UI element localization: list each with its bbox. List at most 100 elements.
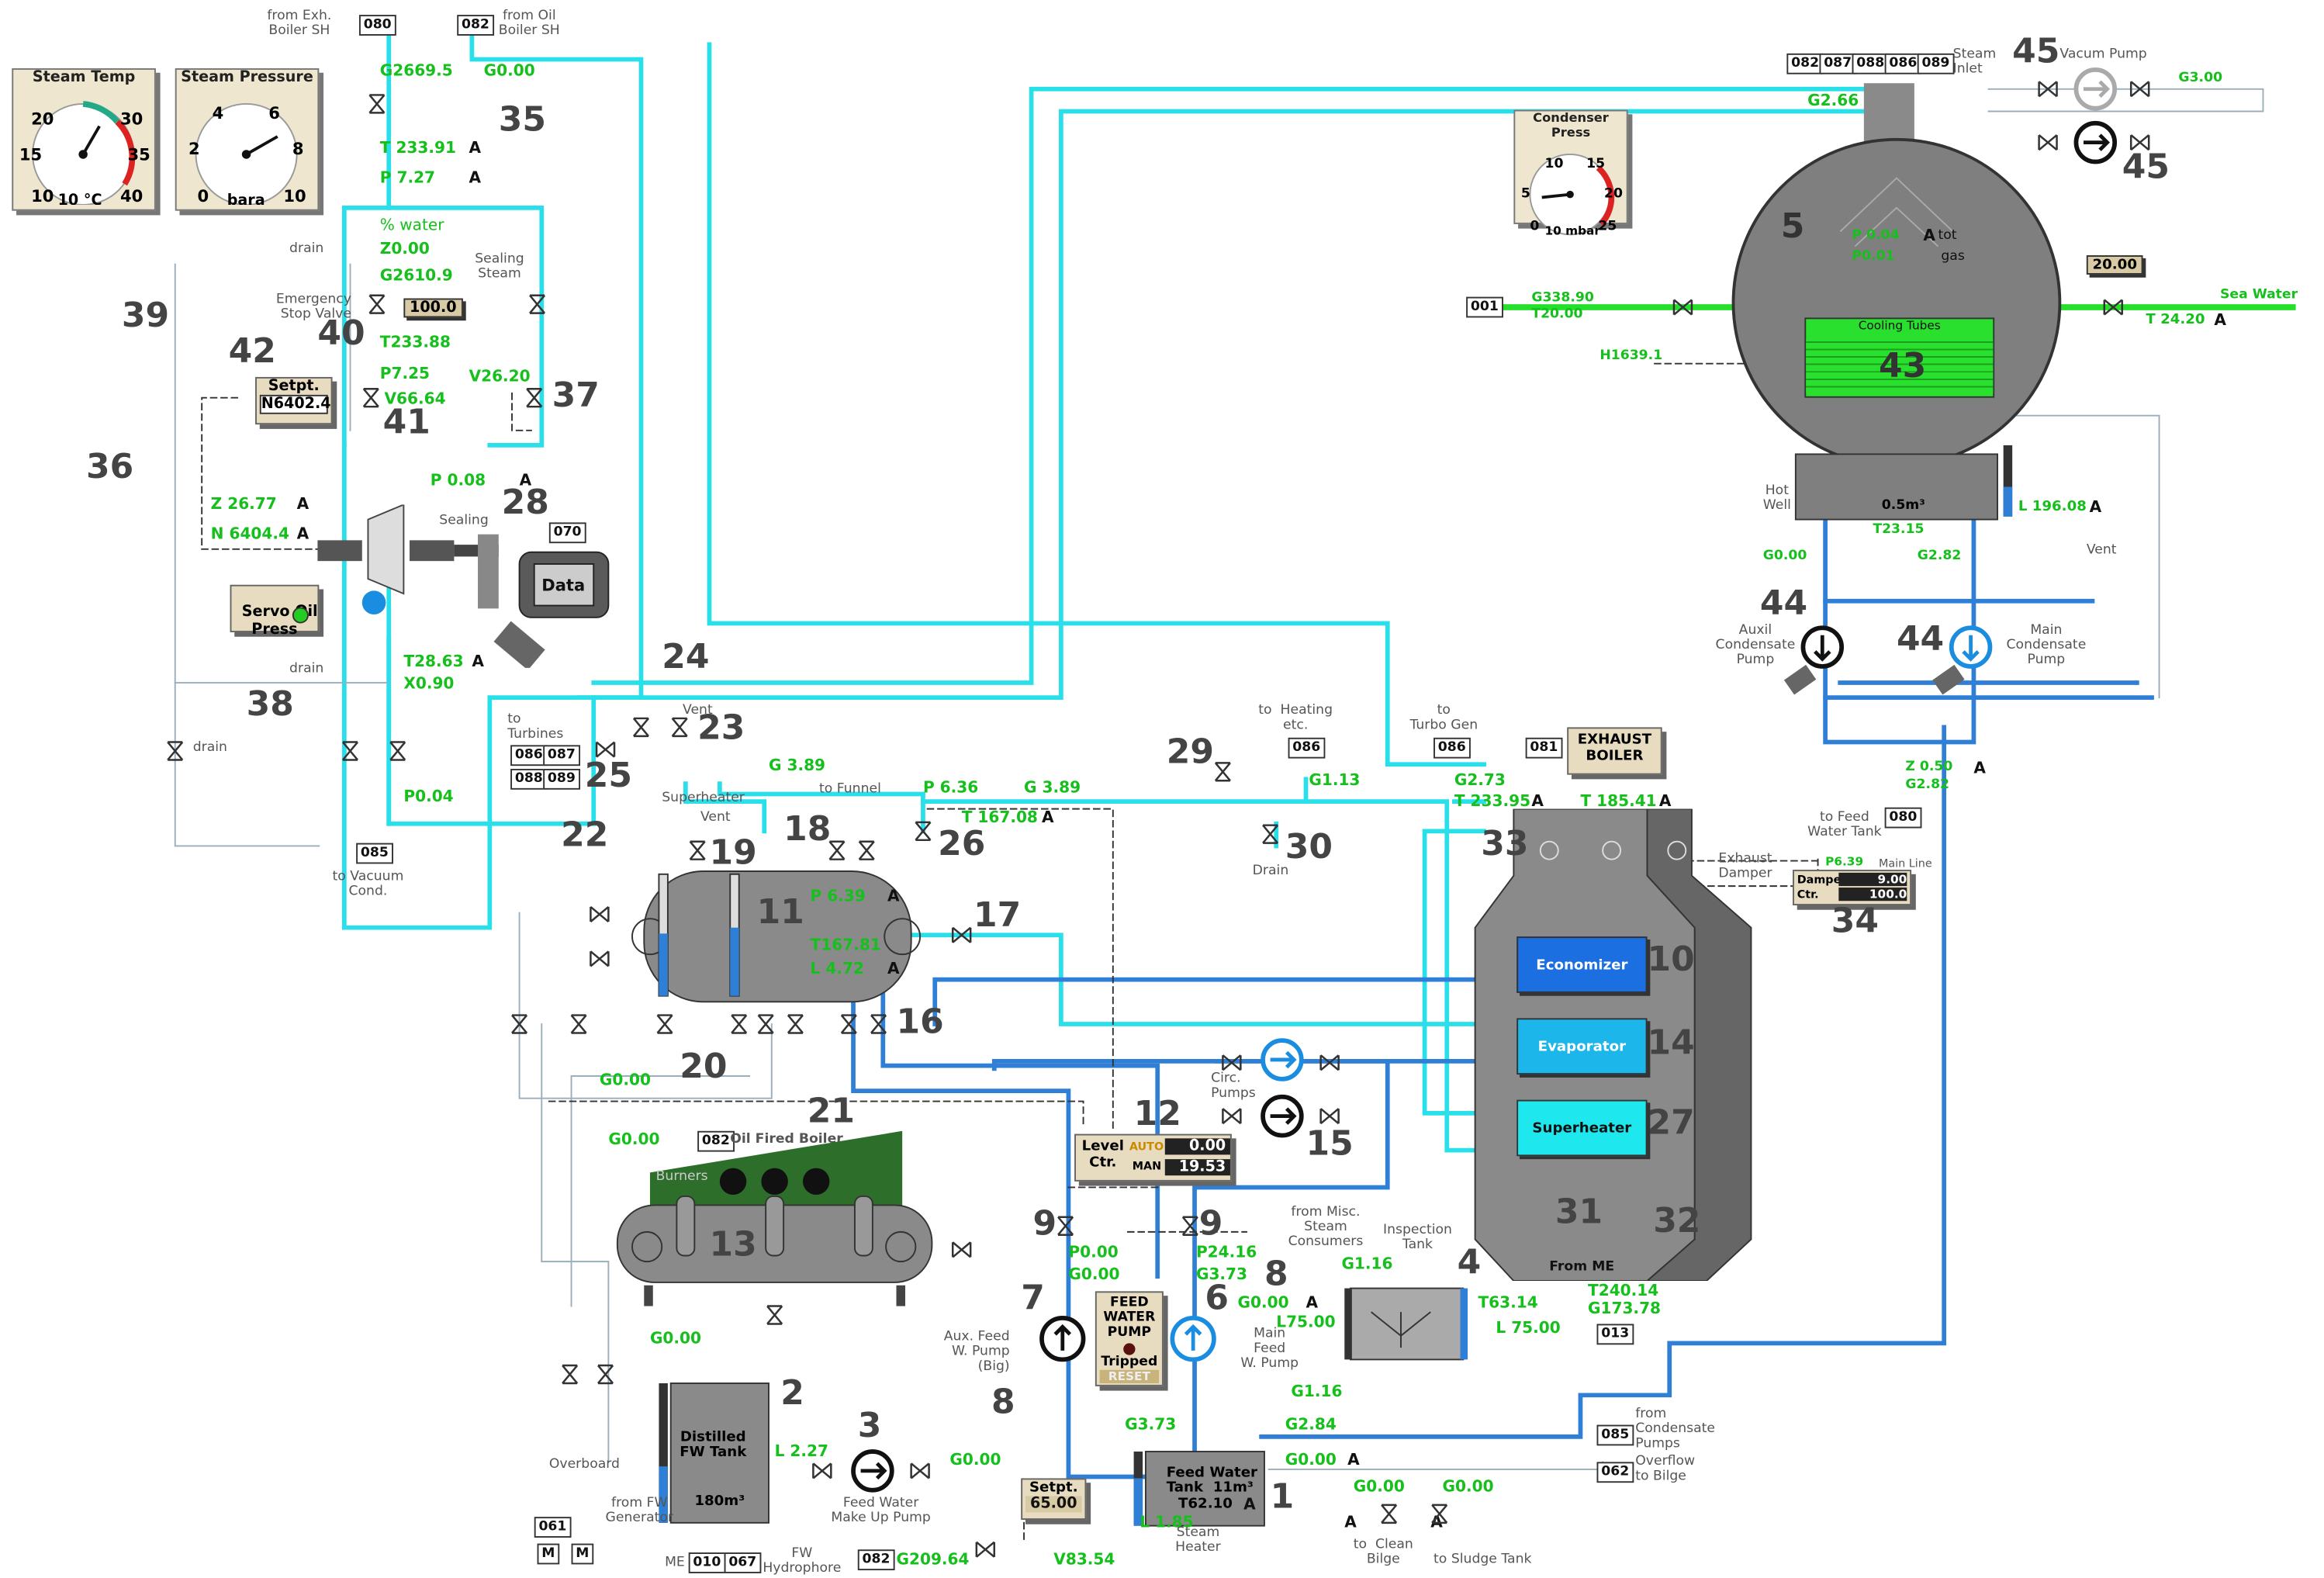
valve-18a[interactable] xyxy=(828,840,846,860)
fwt-setpoint-panel[interactable]: Setpt. 65.00 xyxy=(1021,1478,1087,1521)
tag-088-cond[interactable]: 088 xyxy=(1852,53,1889,74)
valve-dp-3[interactable] xyxy=(510,1014,528,1034)
valve-drain-2[interactable] xyxy=(341,741,359,761)
tag-082-oilboiler[interactable]: 082 xyxy=(697,1130,735,1152)
valve-20a[interactable] xyxy=(656,1014,673,1034)
tag-089-cond[interactable]: 089 xyxy=(1917,53,1955,74)
damper-controller[interactable]: Damper Ctr. 9.00 100.0 xyxy=(1793,870,1912,905)
valve-9b[interactable] xyxy=(1181,1216,1199,1236)
motor-m-2[interactable]: M xyxy=(571,1543,594,1565)
valve-circ-1[interactable] xyxy=(1222,1054,1242,1071)
valve-26[interactable] xyxy=(915,821,932,842)
level-controller[interactable]: Level Ctr. AUTO MAN 0.00 19.53 xyxy=(1074,1133,1232,1182)
tag-086-tg[interactable]: 086 xyxy=(1433,737,1471,759)
valve-vac-1[interactable] xyxy=(2038,80,2058,98)
evaporator[interactable]: Evaporator xyxy=(1516,1018,1648,1075)
sea-water-setpoint[interactable]: 20.00 xyxy=(2086,255,2143,275)
tag-081[interactable]: 081 xyxy=(1525,737,1563,759)
tag-088a[interactable]: 088 xyxy=(510,768,548,790)
valve-18b[interactable] xyxy=(858,840,876,860)
steam-temp-gauge: Steam Temp 20 30 15 35 10 40 10 °C xyxy=(12,68,156,211)
valve-dp-1[interactable] xyxy=(590,905,610,923)
tag-080-fwt[interactable]: 080 xyxy=(1884,807,1922,829)
tag-087a[interactable]: 087 xyxy=(543,745,580,767)
tag-080[interactable]: 080 xyxy=(358,15,396,36)
valve-hydrophore[interactable] xyxy=(975,1541,996,1559)
valve-circ-2[interactable] xyxy=(1319,1054,1340,1071)
valve-makeup-1[interactable] xyxy=(812,1462,832,1479)
valve-drain-1[interactable] xyxy=(166,741,184,761)
damper-auto-value[interactable]: 9.00 xyxy=(1838,872,1907,887)
valve-9a[interactable] xyxy=(1057,1216,1074,1236)
tag-082[interactable]: 082 xyxy=(457,15,494,36)
reset-button[interactable]: RESET xyxy=(1099,1369,1160,1384)
valve-drain-3[interactable] xyxy=(389,741,406,761)
valve-37[interactable] xyxy=(525,387,543,408)
valve-17[interactable] xyxy=(951,926,972,944)
valve-30[interactable] xyxy=(1261,824,1279,844)
valve-41[interactable] xyxy=(362,387,380,408)
valve-19[interactable] xyxy=(689,840,706,860)
tag-085-cond[interactable]: 085 xyxy=(1596,1424,1634,1446)
cooling-tubes[interactable]: Cooling Tubes xyxy=(1804,317,1995,398)
valve-oil-boiler-2[interactable] xyxy=(766,1305,783,1325)
feed-water-pumps[interactable] xyxy=(1033,1309,1241,1374)
economizer[interactable]: Economizer xyxy=(1516,936,1648,993)
tag-070[interactable]: 070 xyxy=(548,522,586,544)
valve-clean-bilge[interactable] xyxy=(1380,1504,1398,1524)
tag-087-cond[interactable]: 087 xyxy=(1819,53,1856,74)
tag-082-heating[interactable]: 086 xyxy=(1288,737,1326,759)
level-ctr-man-value[interactable]: 19.53 xyxy=(1164,1159,1230,1176)
tag-086-cond[interactable]: 086 xyxy=(1884,53,1922,74)
valve-overboard-2[interactable] xyxy=(597,1364,614,1385)
valve-dp-2[interactable] xyxy=(590,950,610,967)
valve-circ-3[interactable] xyxy=(1222,1107,1242,1125)
level-ctr-auto-value[interactable]: 0.00 xyxy=(1164,1138,1230,1155)
tag-062[interactable]: 062 xyxy=(1596,1462,1634,1483)
valve-sludge[interactable] xyxy=(1430,1504,1448,1524)
tag-061[interactable]: 061 xyxy=(534,1517,572,1538)
damper-man-value[interactable]: 100.0 xyxy=(1838,888,1907,901)
motor-m-1[interactable]: M xyxy=(537,1543,560,1565)
valve-29[interactable] xyxy=(1214,762,1232,782)
valve-16a[interactable] xyxy=(840,1014,858,1034)
valve-20b[interactable] xyxy=(730,1014,748,1034)
superheater[interactable]: Superheater xyxy=(1516,1099,1648,1157)
valve-35[interactable] xyxy=(368,94,386,114)
circulation-pumps[interactable] xyxy=(1247,1036,1321,1154)
esv-opening-display[interactable]: 100.0 xyxy=(403,298,463,318)
tag-013[interactable]: 013 xyxy=(1596,1324,1634,1345)
makeup-pump[interactable] xyxy=(849,1447,896,1494)
valve-21a[interactable] xyxy=(757,1014,774,1034)
tag-082-bottom[interactable]: 082 xyxy=(857,1549,895,1571)
valve-makeup-2[interactable] xyxy=(910,1462,930,1479)
valve-24[interactable] xyxy=(632,717,650,738)
speed-setpoint-value[interactable]: N6402.4 xyxy=(259,394,331,414)
valve-dp-4[interactable] xyxy=(570,1014,587,1034)
valve-vac-2[interactable] xyxy=(2129,80,2150,98)
valve-21b[interactable] xyxy=(787,1014,804,1034)
valve-circ-4[interactable] xyxy=(1319,1107,1340,1125)
valve-oil-boiler[interactable] xyxy=(951,1241,972,1258)
tag-001[interactable]: 001 xyxy=(1466,296,1503,318)
valve-sea-out[interactable] xyxy=(2103,299,2123,316)
exhaust-boiler-button[interactable]: EXHAUST BOILER xyxy=(1567,727,1662,775)
valve-sealing[interactable] xyxy=(528,294,546,314)
tag-010[interactable]: 010 xyxy=(688,1552,726,1573)
valve-16b[interactable] xyxy=(870,1014,887,1034)
tag-085[interactable]: 085 xyxy=(356,843,393,864)
valve-25[interactable] xyxy=(595,741,616,758)
condensate-pumps[interactable] xyxy=(1781,621,2004,695)
valve-40[interactable] xyxy=(368,294,386,314)
fwt-setpoint-value[interactable]: 65.00 xyxy=(1025,1496,1082,1513)
tag-086a[interactable]: 086 xyxy=(510,745,548,767)
valve-sea-in[interactable] xyxy=(1672,299,1693,316)
speed-setpoint-panel[interactable]: Setpt. N6402.4 xyxy=(255,376,333,425)
valve-vac-3[interactable] xyxy=(2038,133,2058,151)
tag-089a[interactable]: 089 xyxy=(543,768,580,790)
tag-082-cond[interactable]: 082 xyxy=(1786,53,1824,74)
valve-23[interactable] xyxy=(671,717,689,738)
tag-067[interactable]: 067 xyxy=(724,1552,762,1573)
vacuum-pumps[interactable] xyxy=(2054,65,2143,184)
valve-overboard-1[interactable] xyxy=(561,1364,579,1385)
